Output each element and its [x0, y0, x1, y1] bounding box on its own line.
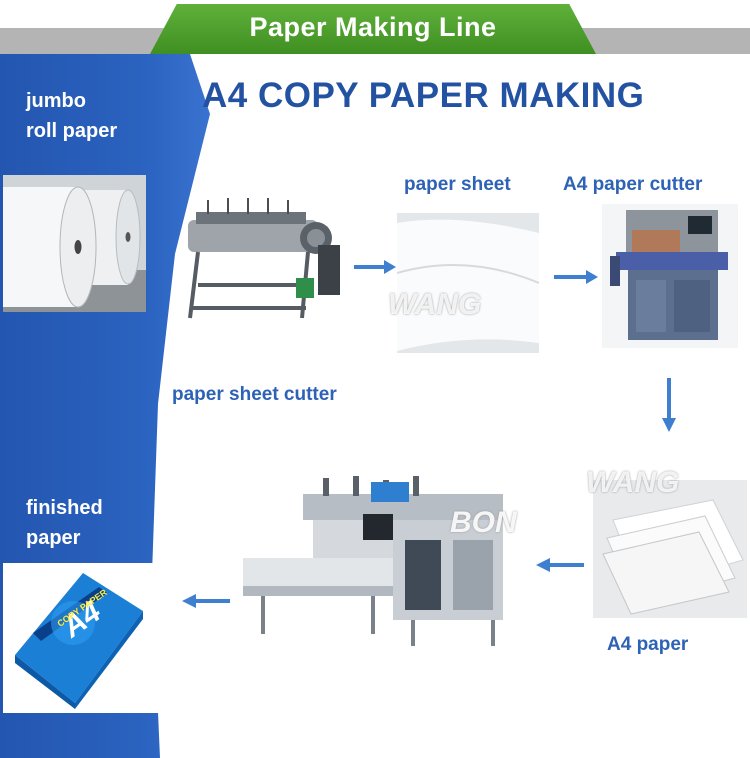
a4-paper-label: A4 paper [607, 634, 689, 655]
watermark-3: BON [450, 506, 517, 539]
paper-sheet-image [397, 213, 539, 353]
jumbo-roll-label: jumbo roll paper [26, 86, 117, 146]
arrow-down [662, 378, 676, 432]
diagram-title: A4 COPY PAPER MAKING [202, 76, 645, 115]
watermark-1: WANG [388, 288, 482, 321]
finished-paper-label: finished paper [26, 493, 103, 553]
arrow-right-2 [554, 270, 598, 284]
finished-paper-label-line1: finished [26, 497, 103, 519]
sheet-cutter-label: paper sheet cutter [172, 384, 337, 405]
jumbo-roll-label-line2: roll paper [26, 120, 118, 142]
finished-paper-image: A4 COPY PAPER [3, 563, 158, 713]
a4-cutter-label: A4 paper cutter [563, 174, 703, 195]
a4-cutter-machine [602, 204, 738, 348]
arrow-left-1 [536, 558, 584, 572]
arrow-left-2 [182, 594, 230, 608]
jumbo-roll-label-line1: jumbo [26, 90, 86, 112]
page-title: Paper Making Line [150, 4, 596, 54]
a4-paper-image [593, 480, 747, 618]
paper-sheet-label: paper sheet [404, 174, 511, 195]
watermark-2: WANG [586, 466, 680, 499]
arrow-right-1 [354, 260, 396, 274]
packing-machine [243, 474, 529, 650]
sheet-cutter-machine [178, 190, 348, 325]
jumbo-roll-image [3, 175, 146, 312]
finished-paper-label-line2: paper [26, 527, 81, 549]
